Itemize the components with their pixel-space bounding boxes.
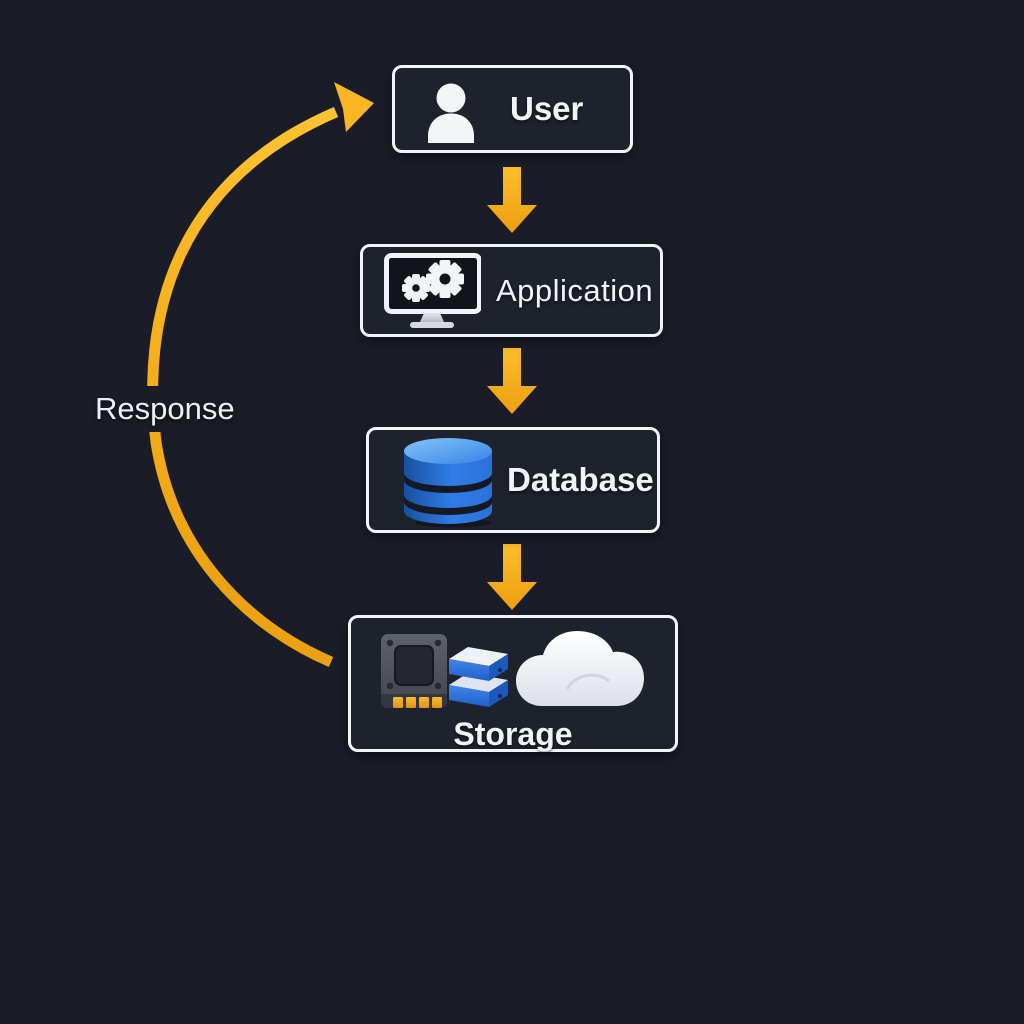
node-storage-label: Storage [453, 716, 573, 752]
node-storage: Storage [348, 615, 678, 752]
ssd-icon [381, 634, 447, 708]
gear-small-icon [402, 273, 430, 302]
node-database-label: Database [507, 461, 654, 498]
node-user: User [392, 65, 633, 153]
response-arrowhead-icon [334, 82, 374, 132]
response-edge-label: Response [82, 386, 248, 432]
monitor-gears-icon [384, 252, 481, 328]
arrow-user-to-application-icon [487, 167, 537, 233]
arrow-database-to-storage-icon [487, 544, 537, 610]
node-application-label: Application [496, 272, 654, 308]
arrow-application-to-database-icon [487, 348, 537, 414]
node-application: Application [360, 244, 663, 337]
database-cylinder-icon [404, 438, 492, 528]
gear-large-icon [426, 259, 464, 298]
cloud-icon [516, 631, 644, 706]
node-database: Database [366, 427, 660, 533]
disk-stack-icon [449, 647, 508, 707]
user-icon [428, 83, 474, 143]
storage-icons-row [381, 631, 644, 708]
node-user-label: User [510, 90, 584, 127]
